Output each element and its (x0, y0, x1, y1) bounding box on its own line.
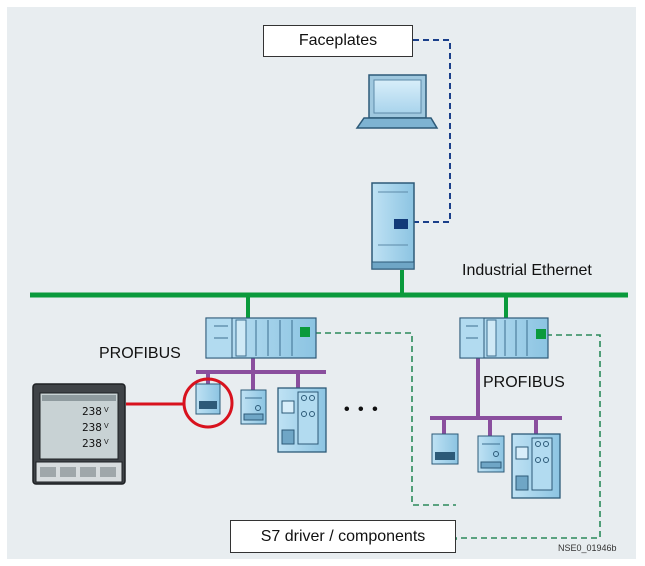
faceplate-link-line (409, 39, 451, 223)
field-device-icon (477, 435, 505, 473)
profibus-left-bus (196, 358, 326, 390)
profibus-right-bus (430, 358, 562, 436)
field-device-icon (195, 383, 221, 415)
pc-tower-icon (371, 182, 415, 270)
meter-reading-1: 238 (82, 405, 102, 418)
meter-unit-1: V (104, 407, 109, 414)
field-device-icon (431, 433, 459, 465)
highlight-circle (182, 377, 234, 429)
profibus-right-label: PROFIBUS (483, 374, 565, 391)
field-device-icon (511, 433, 561, 499)
industrial-ethernet-label: Industrial Ethernet (462, 262, 592, 279)
industrial-ethernet-bus (30, 270, 628, 318)
dashed-links (315, 39, 601, 540)
faceplates-label-box: Faceplates (263, 25, 413, 57)
power-meter-icon (32, 383, 126, 485)
field-device-icon (240, 389, 267, 425)
s7-link-right-line (455, 334, 601, 540)
field-device-icon (277, 387, 327, 453)
profibus-left-label: PROFIBUS (99, 345, 181, 362)
document-id: NSE0_01946b (558, 543, 617, 553)
meter-reading-2: 238 (82, 421, 102, 434)
plc-icon (205, 317, 317, 359)
plc-icon (459, 317, 549, 359)
more-devices-ellipsis: • • • (344, 401, 380, 418)
s7-driver-label-box: S7 driver / components (230, 520, 456, 553)
s7-link-left-line (315, 332, 456, 506)
meter-unit-2: V (104, 423, 109, 430)
meter-reading-3: 238 (82, 437, 102, 450)
laptop-icon (355, 74, 439, 129)
meter-unit-3: V (104, 439, 109, 446)
